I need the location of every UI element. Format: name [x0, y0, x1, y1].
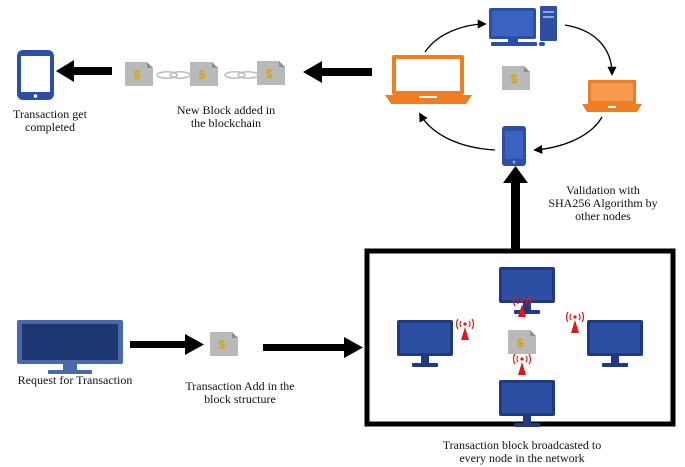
monitor-icon [587, 320, 643, 367]
arrow-to-phone [56, 60, 112, 82]
monitor-icon [499, 380, 555, 427]
chain-link-left [156, 71, 191, 79]
validation-cycle [419, 19, 617, 154]
label-line: every node in the network [459, 451, 585, 465]
label-line: block structure [204, 392, 276, 406]
block-icon [508, 330, 536, 354]
label-line: Validation with [566, 183, 640, 197]
label-line: completed [25, 120, 75, 134]
monitor-icon [17, 320, 123, 374]
label-line: the blockchain [190, 116, 262, 130]
label-line: Transaction get [13, 107, 87, 121]
wireless-signal-icon [512, 353, 532, 376]
label-line: New Block added in [176, 103, 276, 117]
block-icon [190, 62, 218, 86]
arrow-to-block [130, 334, 204, 355]
label-line: Transaction block broadcasted to [442, 438, 602, 452]
monitor-icon [499, 267, 555, 314]
block-icon [502, 66, 530, 90]
wireless-signal-icon [455, 318, 475, 341]
desktop-computer-icon [489, 6, 557, 46]
chain-link-right [224, 71, 259, 79]
label-line: other nodes [575, 209, 631, 223]
validation-label: Validation with SHA256 Algorithm by othe… [528, 184, 678, 223]
add-block-label: Transaction Add in the block structure [172, 380, 308, 406]
new-block-label: New Block added in the blockchain [161, 104, 291, 130]
monitor-icon [582, 80, 642, 112]
block-icon [257, 61, 285, 85]
label-line: SHA256 Algorithm by [548, 196, 658, 210]
label-line: Transaction Add in the [185, 379, 295, 393]
transaction-completed-label: Transaction get completed [0, 108, 102, 134]
smartphone-icon [17, 50, 54, 100]
request-label: Request for Transaction [0, 374, 150, 387]
arrow-to-validation [503, 166, 528, 251]
block-icon [210, 332, 238, 356]
laptop-icon [385, 55, 472, 104]
label-line: Request for Transaction [17, 373, 133, 387]
arrow-to-network [263, 337, 363, 358]
wireless-signal-icon [565, 311, 585, 334]
block-icon [125, 62, 153, 86]
smartphone-icon [502, 126, 526, 166]
blockchain-chain [125, 61, 285, 86]
monitor-icon [397, 320, 453, 367]
broadcast-label: Transaction block broadcasted to every n… [422, 439, 622, 465]
arrow-to-blockchain [303, 61, 372, 83]
